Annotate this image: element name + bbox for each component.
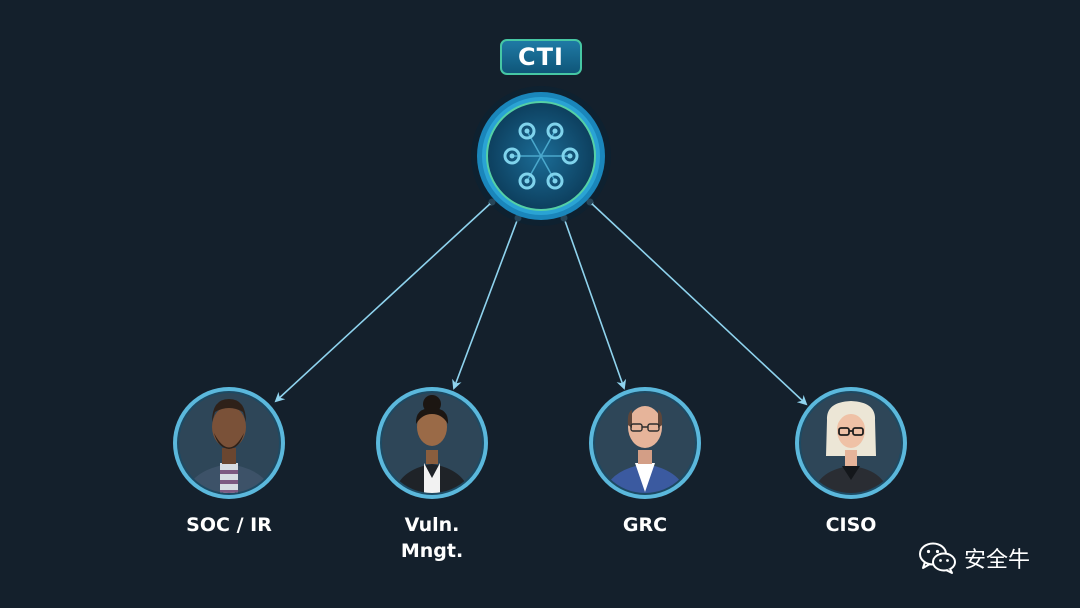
arrow-to-grc <box>563 217 627 390</box>
cti-badge: CTI <box>500 39 582 75</box>
avatar-grc <box>589 387 701 499</box>
avatar-soc-ir <box>173 387 285 499</box>
arrow-to-ciso <box>589 201 808 406</box>
label-vuln-mngt: Vuln. Mngt. <box>400 514 464 562</box>
arrow-to-soc-ir <box>274 201 493 403</box>
label-ciso: CISO <box>825 514 877 536</box>
label-soc-ir: SOC / IR <box>186 514 272 536</box>
connectors <box>274 201 808 406</box>
watermark: 安全牛 <box>918 540 1030 576</box>
network-hub-icon <box>503 122 579 190</box>
wechat-icon <box>919 542 956 574</box>
avatar-vuln-mngt <box>376 387 488 499</box>
label-grc: GRC <box>622 514 668 536</box>
arrow-to-vuln-mngt <box>452 217 519 390</box>
watermark-text: 安全牛 <box>964 548 1031 573</box>
cti-hub <box>471 86 611 226</box>
avatar-ciso <box>795 387 907 499</box>
